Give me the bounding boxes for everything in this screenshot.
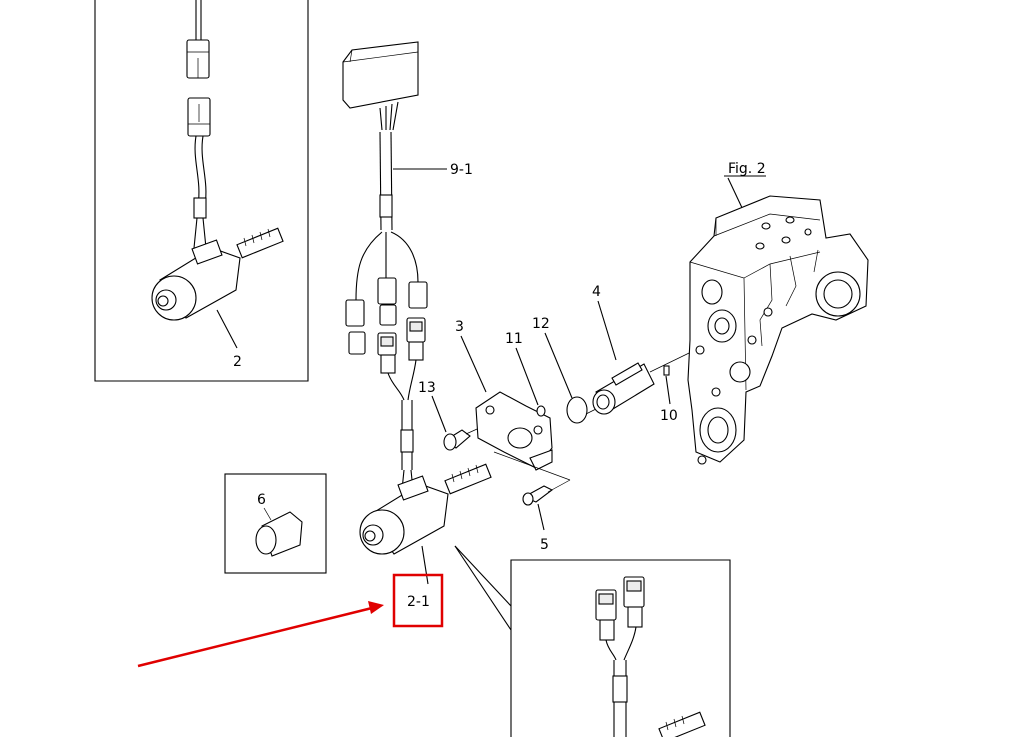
highlight-box: [392, 573, 444, 628]
callout-12: 12: [532, 316, 550, 332]
callout-6: 6: [257, 492, 266, 508]
arrow-head-icon: [368, 601, 384, 614]
callout-11: 11: [505, 331, 523, 347]
callout-2: 2: [233, 354, 242, 370]
fig-2-label: Fig. 2: [728, 161, 766, 177]
highlight-annotation: 2-1: [137, 573, 444, 668]
callout-4: 4: [592, 284, 601, 300]
wire-harness: 9-1: [342, 41, 473, 470]
inset-cap: 6: [224, 473, 327, 574]
highlight-arrow: [137, 606, 373, 668]
valve-body: Fig. 2: [687, 161, 869, 465]
callout-9-1: 9-1: [450, 162, 473, 178]
plate-assembly: 13 3 11 12 5: [418, 316, 599, 553]
callout-5: 5: [540, 537, 549, 553]
callout-3: 3: [455, 319, 464, 335]
solenoid-2-1: [359, 463, 492, 585]
callout-10: 10: [660, 408, 678, 424]
callout-2-1: 2-1: [407, 594, 430, 610]
callout-13: 13: [418, 380, 436, 396]
inset-top-left: 2: [94, 0, 309, 382]
inset-bottom-right: [454, 545, 731, 742]
